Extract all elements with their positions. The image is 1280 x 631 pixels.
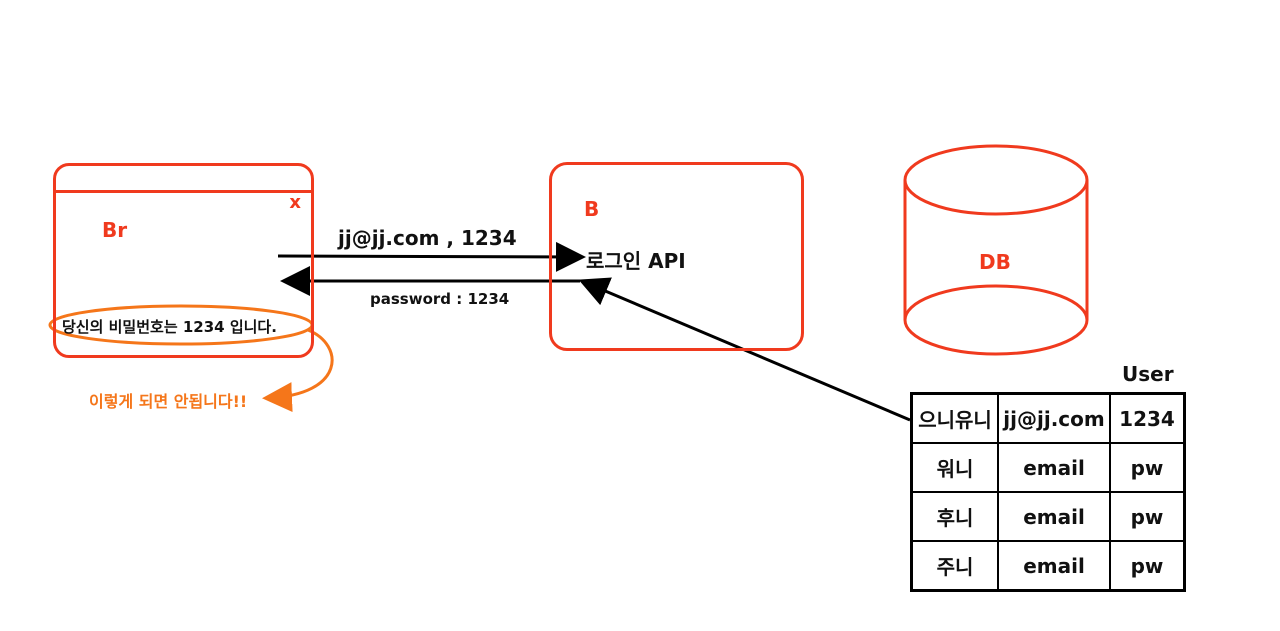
table-cell: pw xyxy=(1109,540,1186,592)
table-row: 주니 email pw xyxy=(910,540,1186,592)
server-label: B xyxy=(584,197,600,221)
db-label: DB xyxy=(979,250,1011,274)
response-label: password : 1234 xyxy=(370,290,510,308)
password-message: 당신의 비밀번호는 1234 입니다. xyxy=(62,318,277,336)
close-icon: x xyxy=(289,192,301,213)
table-cell: 으니유니 xyxy=(910,392,999,444)
table-cell: 후니 xyxy=(910,491,999,542)
server-box: B xyxy=(549,162,804,351)
db-to-api-arrow xyxy=(578,277,911,422)
table-row: 워니 email pw xyxy=(910,442,1186,493)
database-cylinder xyxy=(903,144,1089,356)
table-cell: 1234 xyxy=(1109,392,1186,444)
user-table-title: User xyxy=(1122,362,1174,386)
warning-arrow xyxy=(262,328,334,413)
table-cell: email xyxy=(997,442,1111,493)
table-row: 으니유니 jj@jj.com 1234 xyxy=(910,392,1186,444)
login-api-label: 로그인 API xyxy=(586,249,686,273)
browser-label: Br xyxy=(102,218,128,242)
table-row: 후니 email pw xyxy=(910,491,1186,542)
browser-window: x Br xyxy=(53,163,314,358)
request-label: jj@jj.com , 1234 xyxy=(338,226,517,250)
table-cell: jj@jj.com xyxy=(997,392,1111,444)
table-cell: 워니 xyxy=(910,442,999,493)
request-arrow xyxy=(277,241,586,272)
table-cell: pw xyxy=(1109,442,1186,493)
table-cell: 주니 xyxy=(910,540,999,592)
warning-label: 이렇게 되면 안됩니다!! xyxy=(89,392,248,411)
table-cell: email xyxy=(997,491,1111,542)
table-cell: pw xyxy=(1109,491,1186,542)
table-cell: email xyxy=(997,540,1111,592)
user-table: 으니유니 jj@jj.com 1234 워니 email pw 후니 email… xyxy=(910,392,1186,592)
browser-title-bar: x xyxy=(56,190,311,213)
